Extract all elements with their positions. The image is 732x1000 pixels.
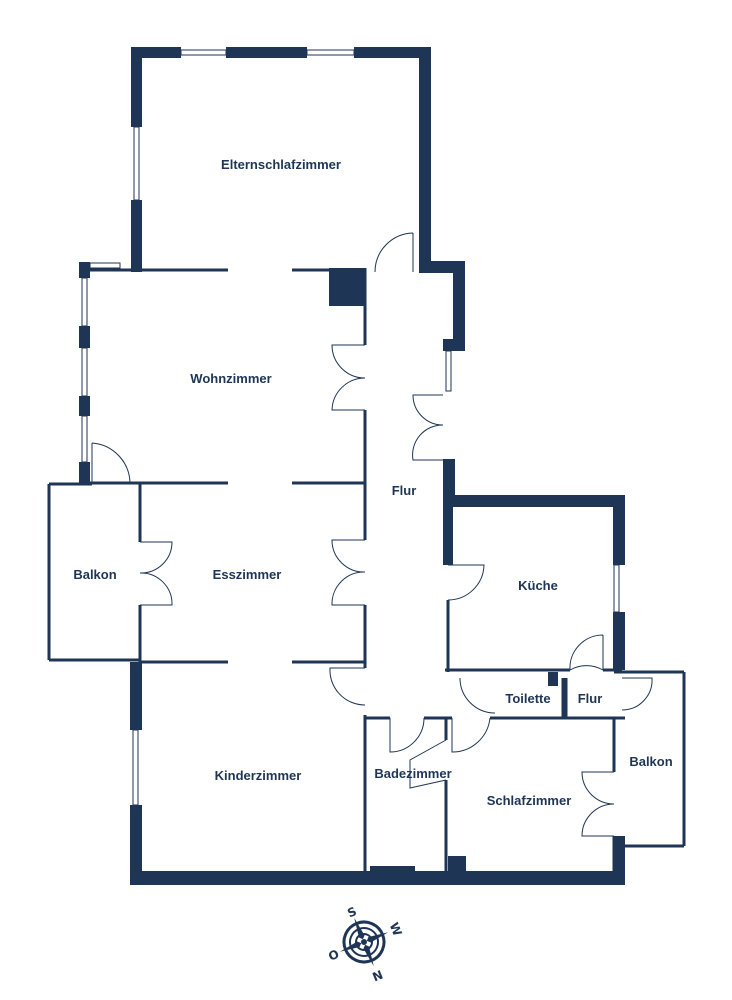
label-flur-small: Flur (578, 691, 603, 706)
doors (91, 232, 653, 837)
label-esszimmer: Esszimmer (213, 567, 282, 582)
label-toilette: Toilette (505, 691, 550, 706)
windows (81, 49, 620, 806)
label-elternschlafzimmer: Elternschlafzimmer (221, 157, 341, 172)
compass-north: N (370, 967, 385, 984)
label-wohnzimmer: Wohnzimmer (190, 371, 271, 386)
exterior-walls (79, 47, 625, 885)
label-kueche: Küche (518, 578, 558, 593)
label-flur-main: Flur (392, 483, 417, 498)
compass-south: S (345, 904, 358, 920)
compass-east: O (326, 947, 341, 964)
compass-west: W (387, 920, 405, 938)
label-kinderzimmer: Kinderzimmer (215, 768, 302, 783)
interior-walls (47, 268, 686, 872)
label-balkon-right: Balkon (629, 754, 672, 769)
label-schlafzimmer: Schlafzimmer (487, 793, 572, 808)
room-labels: Elternschlafzimmer Wohnzimmer Flur Balko… (73, 157, 672, 808)
label-balkon-left: Balkon (73, 567, 116, 582)
compass-center (361, 939, 367, 945)
compass: S N O W (326, 904, 405, 984)
label-badezimmer: Badezimmer (374, 766, 451, 781)
